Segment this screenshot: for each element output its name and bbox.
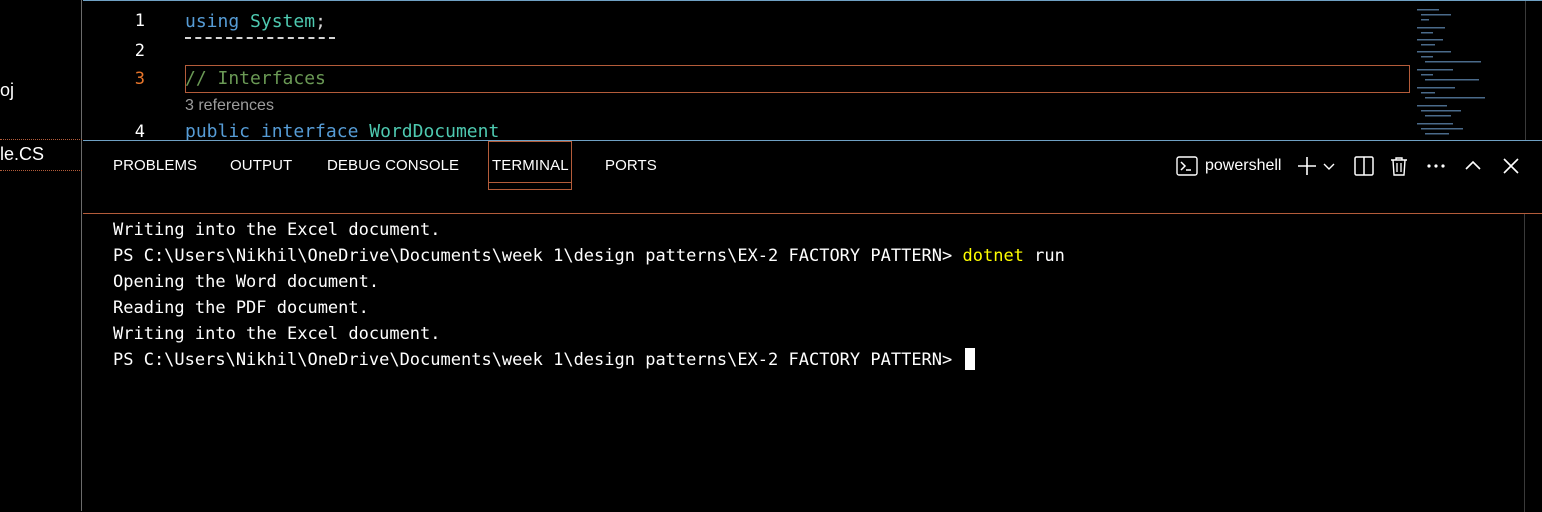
close-panel-button[interactable]	[1499, 153, 1523, 179]
maximize-panel-button[interactable]	[1461, 153, 1485, 179]
line-number-active: 3	[134, 69, 145, 89]
terminal-prompt: PS C:\Users\Nikhil\OneDrive\Documents\we…	[113, 246, 963, 266]
kill-terminal-button[interactable]	[1387, 153, 1411, 179]
terminal-shell-name: powershell	[1205, 157, 1282, 174]
unused-using-squiggle	[185, 37, 335, 39]
explorer-item-label: le.CS	[0, 144, 45, 164]
explorer-item-selected[interactable]: le.CS	[0, 139, 82, 171]
terminal-line: PS C:\Users\Nikhil\OneDrive\Documents\we…	[113, 347, 1065, 373]
code-line-4[interactable]: public interface WordDocument	[185, 121, 500, 140]
split-terminal-icon	[1353, 155, 1375, 177]
line-number: 4	[134, 122, 145, 140]
active-tab-indicator	[488, 182, 572, 183]
explorer-item-label: oj	[0, 80, 15, 100]
terminal-instance-selector[interactable]: powershell	[1175, 153, 1293, 179]
terminal-find-separator	[83, 213, 1542, 214]
more-actions-button[interactable]	[1424, 153, 1448, 179]
terminal-cursor	[964, 348, 975, 370]
chevron-up-icon	[1463, 156, 1483, 176]
terminal-prompt: PS C:\Users\Nikhil\OneDrive\Documents\we…	[113, 350, 953, 370]
split-terminal-button[interactable]	[1352, 153, 1376, 179]
terminal-line: Reading the PDF document.	[113, 298, 369, 318]
codelens-references[interactable]: 3 references	[185, 97, 274, 114]
close-icon	[1502, 157, 1520, 175]
terminal-line: Opening the Word document.	[113, 272, 380, 292]
minimap[interactable]	[1411, 5, 1511, 140]
panel-tab-bar: PROBLEMS OUTPUT DEBUG CONSOLE TERMINAL P…	[83, 141, 1542, 191]
plus-icon	[1296, 155, 1318, 177]
tab-debug-console[interactable]: DEBUG CONSOLE	[327, 157, 460, 174]
new-terminal-button[interactable]	[1295, 153, 1319, 179]
line-number: 1	[134, 11, 145, 31]
current-line-highlight	[185, 65, 1410, 93]
bottom-panel: PROBLEMS OUTPUT DEBUG CONSOLE TERMINAL P…	[83, 140, 1542, 512]
trash-icon	[1388, 155, 1410, 177]
line-number: 2	[134, 41, 145, 61]
terminal-command: dotnet	[962, 246, 1024, 266]
terminal-line: Writing into the Excel document.	[113, 324, 441, 344]
chevron-down-icon	[1322, 159, 1336, 173]
terminal-line: PS C:\Users\Nikhil\OneDrive\Documents\we…	[113, 243, 1065, 269]
terminal-output[interactable]: Writing into the Excel document. PS C:\Us…	[113, 217, 1065, 373]
terminal-powershell-icon	[1175, 154, 1199, 178]
tab-output[interactable]: OUTPUT	[230, 157, 293, 174]
terminal-line: Writing into the Excel document.	[113, 220, 441, 240]
launch-profile-dropdown[interactable]	[1321, 153, 1337, 179]
explorer-item-project-file[interactable]: oj	[0, 80, 14, 101]
code-line-1[interactable]: using System;	[185, 11, 326, 32]
ellipsis-icon	[1425, 155, 1447, 177]
terminal-command-args: run	[1023, 246, 1065, 266]
tab-terminal-focus-ring	[488, 141, 572, 190]
editor-scrollbar[interactable]	[1525, 1, 1526, 140]
explorer-sidebar: oj le.CS	[0, 0, 82, 511]
code-editor[interactable]: 1 2 3 4 using System; // Interfaces 3 re…	[83, 0, 1542, 140]
tab-ports[interactable]: PORTS	[605, 157, 657, 174]
tab-terminal[interactable]: TERMINAL	[492, 157, 569, 174]
code-line-3[interactable]: // Interfaces	[185, 68, 326, 89]
tab-problems[interactable]: PROBLEMS	[113, 157, 198, 174]
terminal-scrollbar[interactable]	[1524, 214, 1525, 512]
